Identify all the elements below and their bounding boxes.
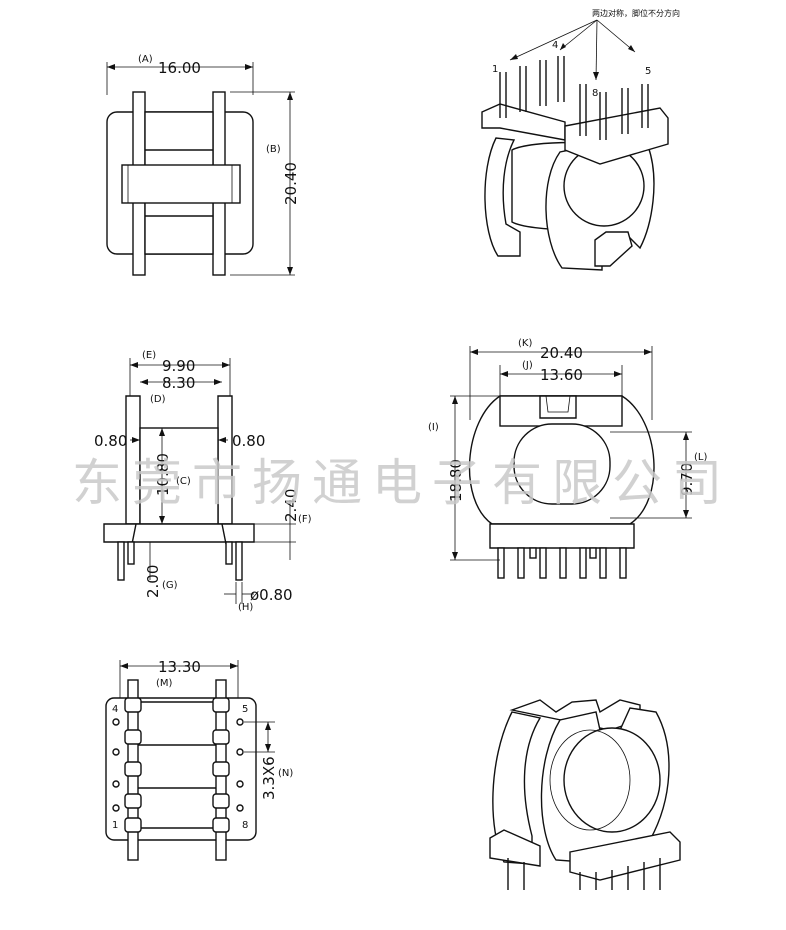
dim-h-value: ø0.80: [250, 586, 293, 604]
dim-a-tag: (A): [138, 54, 153, 65]
dim-n-value: 3.3X6: [260, 756, 278, 800]
iso-pin-5: 5: [645, 66, 651, 77]
dim-m-value: 13.30: [158, 658, 201, 676]
dim-h-tag: (H): [238, 602, 253, 613]
front-view: (A) 16.00 (B) 20.40: [106, 54, 300, 276]
symmetry-note: 两边对称，脚位不分方向: [592, 8, 680, 18]
dim-g-tag: (G): [162, 580, 178, 591]
dim-m-tag: (M): [156, 678, 173, 689]
dim-i-tag: (I): [428, 422, 439, 433]
dim-k-value: 20.40: [540, 344, 583, 362]
isometric-view-bottom: [489, 699, 681, 890]
dim-f-tag: (F): [298, 514, 312, 525]
dim-c-tag: (C): [176, 476, 191, 487]
bottom-pin-8: 8: [242, 820, 248, 831]
dim-j-tag: (J): [522, 360, 533, 371]
dim-n-tag: (N): [278, 768, 293, 779]
dim-l-tag: (L): [694, 452, 707, 463]
dim-right-wall: 0.80: [232, 432, 265, 450]
dim-a-value: 16.00: [158, 59, 201, 77]
iso-pin-4: 4: [552, 40, 558, 51]
dim-e-value: 9.90: [162, 357, 195, 375]
dim-b-value: 20.40: [282, 162, 300, 205]
dim-c-value: 10.80: [154, 453, 172, 496]
dim-f-value: 2.40: [282, 489, 300, 522]
bottom-pin-5: 5: [242, 704, 248, 715]
dim-g-value: 2.00: [144, 565, 162, 598]
bottom-pin-4: 4: [112, 704, 118, 715]
dim-l-value: 9.70: [678, 463, 696, 496]
dim-e-tag: (E): [142, 350, 156, 361]
iso-pin-1: 1: [492, 64, 498, 75]
bottom-view: 13.30 (M): [105, 658, 293, 861]
dim-d-tag: (D): [150, 394, 166, 405]
dim-j-value: 13.60: [540, 366, 583, 384]
dim-d-value: 8.30: [162, 374, 195, 392]
dim-i-value: 18.80: [447, 459, 465, 502]
bottom-pin-1: 1: [112, 820, 118, 831]
dim-k-tag: (K): [518, 338, 532, 349]
iso-pin-8: 8: [592, 88, 598, 99]
end-view: (K) 20.40 (J) 13.60 (I): [428, 338, 707, 579]
watermark: 东莞市扬通电子有限公司: [72, 454, 732, 512]
isometric-view-top: 两边对称，脚位不分方向 1 4 5 8: [481, 8, 680, 271]
side-view: (E) 9.90 8.30 (D) 0.80 0.80 10.80 (C) 2: [94, 350, 312, 613]
dim-left-wall: 0.80: [94, 432, 127, 450]
dim-b-tag: (B): [266, 144, 281, 155]
